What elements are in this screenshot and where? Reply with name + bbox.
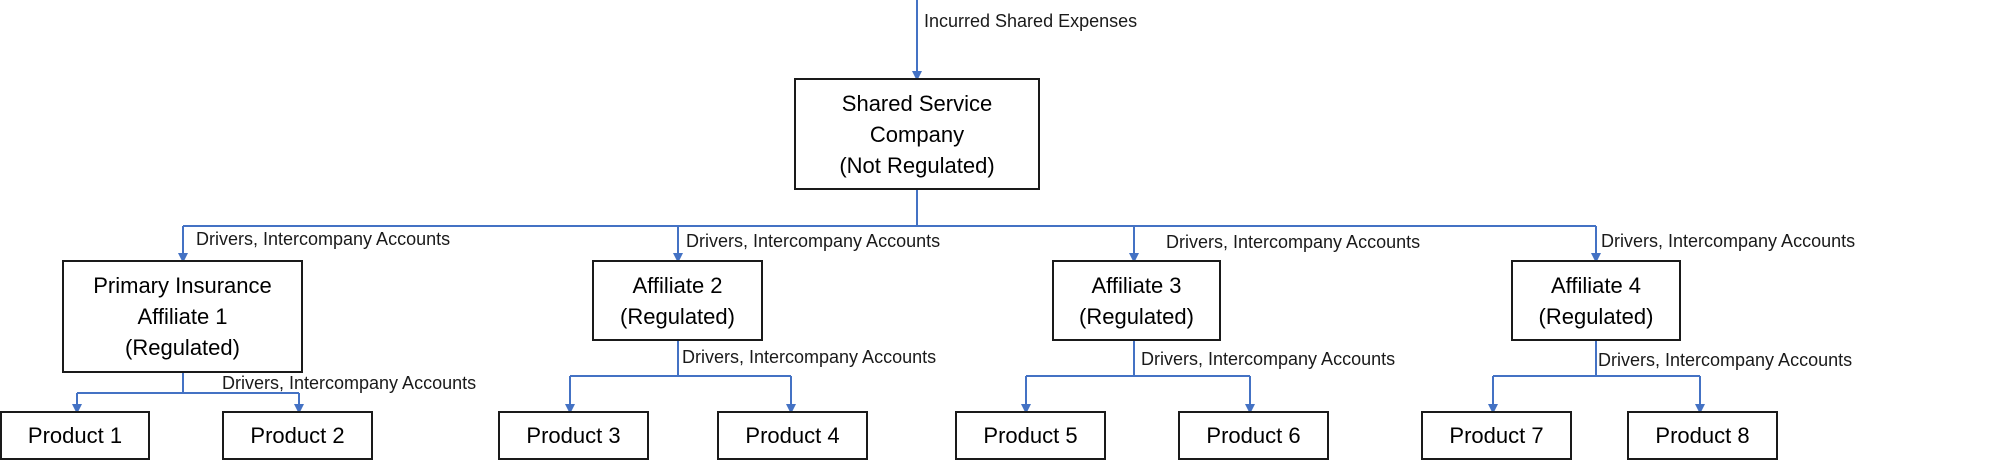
product-6-node: Product 6	[1178, 411, 1329, 460]
node-text-line: (Regulated)	[125, 335, 240, 360]
product-2-node: Product 2	[222, 411, 373, 460]
affiliate-2-text: Affiliate 2 (Regulated)	[620, 270, 735, 332]
node-text-line: (Regulated)	[620, 303, 735, 329]
affiliate-2-node: Affiliate 2 (Regulated)	[592, 260, 763, 341]
edge-label-affiliate3: Drivers, Intercompany Accounts	[1166, 232, 1421, 252]
edge-label-products-3-4: Drivers, Intercompany Accounts	[682, 347, 937, 367]
product-5-label: Product 5	[983, 423, 1078, 448]
affiliate-3-node: Affiliate 3 (Regulated)	[1052, 260, 1221, 341]
product-8-node: Product 8	[1627, 411, 1778, 460]
product-4-label: Product 4	[745, 423, 840, 448]
node-text-line: Affiliate 3	[1091, 272, 1182, 298]
shared-service-company-node: Shared Service Company (Not Regulated)	[794, 78, 1040, 190]
node-text-line: Affiliate 1	[137, 304, 228, 329]
product-3-node: Product 3	[498, 411, 649, 460]
product-5-node: Product 5	[955, 411, 1106, 460]
incurred-expenses-label: Incurred Shared Expenses	[924, 11, 1138, 31]
edge-label-products-1-2: Drivers, Intercompany Accounts	[222, 373, 477, 393]
node-text-line: (Regulated)	[1079, 303, 1194, 329]
affiliate-1-text: Primary Insurance Affiliate 1 (Regulated…	[93, 270, 272, 363]
edge-label-products-7-8: Drivers, Intercompany Accounts	[1598, 350, 1853, 370]
node-text-line: Primary Insurance	[93, 273, 272, 298]
product-7-node: Product 7	[1421, 411, 1572, 460]
node-text-line: (Not Regulated)	[839, 152, 995, 178]
product-2-label: Product 2	[250, 423, 345, 448]
product-6-label: Product 6	[1206, 423, 1301, 448]
node-text-line: Shared Service	[841, 90, 993, 116]
node-text-line: Company	[869, 121, 965, 147]
node-text-line: (Regulated)	[1538, 303, 1654, 329]
product-1-node: Product 1	[0, 411, 150, 460]
node-text-line: Affiliate 2	[632, 272, 723, 298]
affiliate-4-text: Affiliate 4 (Regulated)	[1539, 270, 1654, 332]
product-7-label: Product 7	[1449, 423, 1544, 448]
shared-service-company-text: Shared Service Company (Not Regulated)	[839, 88, 994, 181]
product-8-label: Product 8	[1655, 423, 1750, 448]
product-4-node: Product 4	[717, 411, 868, 460]
affiliate-4-node: Affiliate 4 (Regulated)	[1511, 260, 1681, 341]
node-text-line: Affiliate 4	[1550, 272, 1642, 298]
product-1-label: Product 1	[27, 423, 123, 448]
edge-label-products-5-6: Drivers, Intercompany Accounts	[1141, 349, 1396, 369]
affiliate-1-node: Primary Insurance Affiliate 1 (Regulated…	[62, 260, 303, 373]
product-3-label: Product 3	[526, 423, 621, 448]
edge-label-affiliate4: Drivers, Intercompany Accounts	[1601, 231, 1856, 251]
edge-label-affiliate1: Drivers, Intercompany Accounts	[196, 229, 451, 249]
affiliate-3-text: Affiliate 3 (Regulated)	[1079, 270, 1194, 332]
edge-label-affiliate2: Drivers, Intercompany Accounts	[686, 231, 941, 251]
